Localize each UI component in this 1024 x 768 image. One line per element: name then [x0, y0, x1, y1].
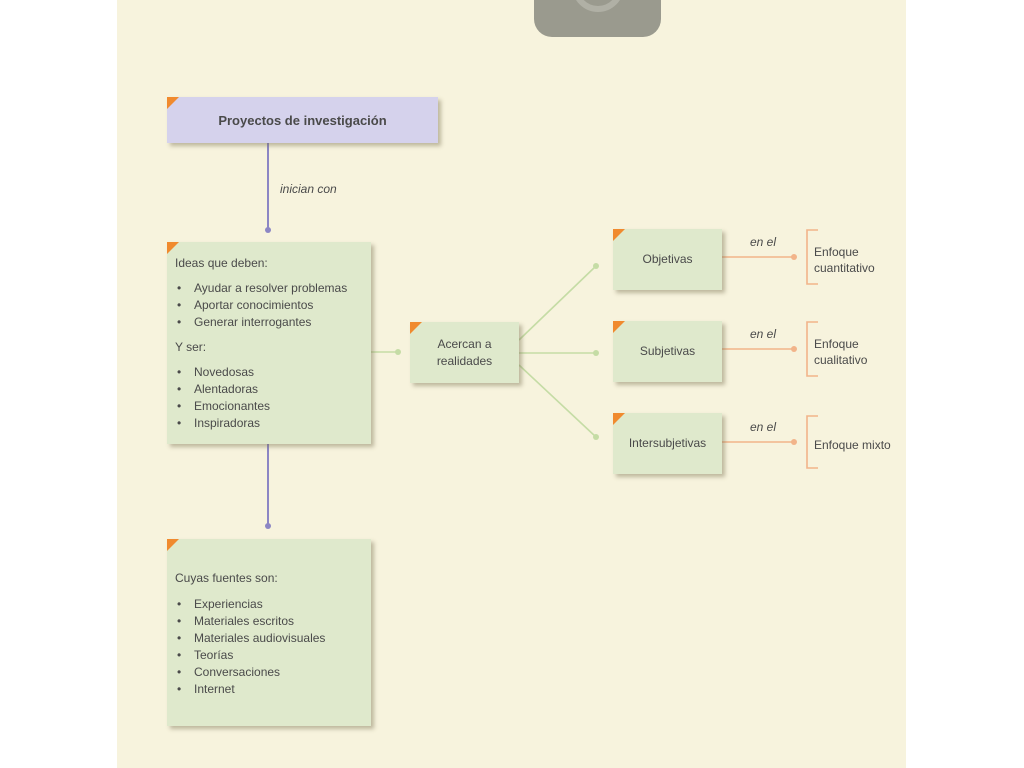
connector-label-en-el: en el	[750, 327, 777, 341]
list-item: Aportar conocimientos	[175, 297, 371, 314]
enfoque-line-2: cuantitativo	[814, 261, 875, 275]
corner-marker	[167, 539, 179, 551]
corner-marker	[613, 413, 625, 425]
intersubjetivas-label: Intersubjetivas	[628, 436, 707, 450]
enfoque-line-2: cualitativo	[814, 353, 868, 367]
list-item: Emocionantes	[175, 398, 371, 415]
root-node: Proyectos de investigación	[167, 97, 438, 143]
acercan-to-intersubjetivas-dot	[593, 434, 599, 440]
root-node-label: Proyectos de investigación	[218, 112, 387, 128]
enfoque-line-1: Enfoque mixto	[814, 438, 891, 452]
connector-label-en-el: en el	[750, 420, 777, 434]
ideas-heading-2: Y ser:	[175, 340, 207, 354]
fuentes-node: Cuyas fuentes son: Experiencias Material…	[167, 539, 371, 726]
acercan-to-subjetivas-dot	[593, 350, 599, 356]
objetivas-node: Objetivas	[613, 229, 722, 290]
list-item: Alentadoras	[175, 381, 371, 398]
subjetivas-node: Subjetivas	[613, 321, 722, 382]
list-item: Ayudar a resolver problemas	[175, 280, 371, 297]
enfoque-cualitativo: Enfoque cualitativo	[814, 336, 867, 368]
acercan-node: Acercan a realidades	[410, 322, 519, 383]
list-item: Experiencias	[175, 596, 371, 613]
list-item: Generar interrogantes	[175, 314, 371, 331]
connector-label-inician: inician con	[280, 182, 337, 196]
acercan-line-1: Acercan a	[437, 336, 492, 351]
acercan-to-objetivas-dot	[593, 263, 599, 269]
subjetivas-label: Subjetivas	[639, 344, 696, 358]
enfoque-mixto-bracket	[806, 415, 818, 469]
enfoque-mixto: Enfoque mixto	[814, 437, 891, 453]
corner-marker	[167, 242, 179, 254]
list-item: Materiales escritos	[175, 613, 371, 630]
corner-marker	[613, 321, 625, 333]
acercan-line-2: realidades	[436, 353, 493, 368]
intersubjetivas-to-enfoque-dot	[791, 439, 797, 445]
ideas-list-2: Novedosas Alentadoras Emocionantes Inspi…	[175, 364, 371, 432]
fuentes-list: Experiencias Materiales escritos Materia…	[175, 596, 371, 698]
list-item: Teorías	[175, 647, 371, 664]
enfoque-line-1: Enfoque	[814, 245, 859, 259]
fuentes-heading: Cuyas fuentes son:	[175, 571, 278, 585]
intersubjetivas-node: Intersubjetivas	[613, 413, 722, 474]
acercan-to-intersubjetivas-line	[518, 364, 597, 438]
ideas-node: Ideas que deben: Ayudar a resolver probl…	[167, 242, 371, 444]
list-item: Inspiradoras	[175, 415, 371, 432]
list-item: Materiales audiovisuales	[175, 630, 371, 647]
subjetivas-to-enfoque-dot	[791, 346, 797, 352]
objetivas-label: Objetivas	[642, 252, 693, 266]
list-item: Novedosas	[175, 364, 371, 381]
corner-marker	[410, 322, 422, 334]
enfoque-line-1: Enfoque	[814, 337, 859, 351]
root-to-ideas-dot	[265, 227, 271, 233]
acercan-to-objetivas-line	[518, 265, 597, 341]
ideas-list: Ayudar a resolver problemas Aportar cono…	[175, 280, 371, 331]
list-item: Conversaciones	[175, 664, 371, 681]
ideas-to-acercan-dot	[395, 349, 401, 355]
ideas-to-fuentes-dot	[265, 523, 271, 529]
connector-label-en-el: en el	[750, 235, 777, 249]
enfoque-cualitativo-bracket	[806, 321, 818, 377]
list-item: Internet	[175, 681, 371, 698]
enfoque-cuantitativo-bracket	[806, 229, 818, 285]
objetivas-to-enfoque-dot	[791, 254, 797, 260]
corner-marker	[613, 229, 625, 241]
ideas-heading: Ideas que deben:	[175, 256, 268, 270]
corner-marker	[167, 97, 179, 109]
enfoque-cuantitativo: Enfoque cuantitativo	[814, 244, 875, 276]
